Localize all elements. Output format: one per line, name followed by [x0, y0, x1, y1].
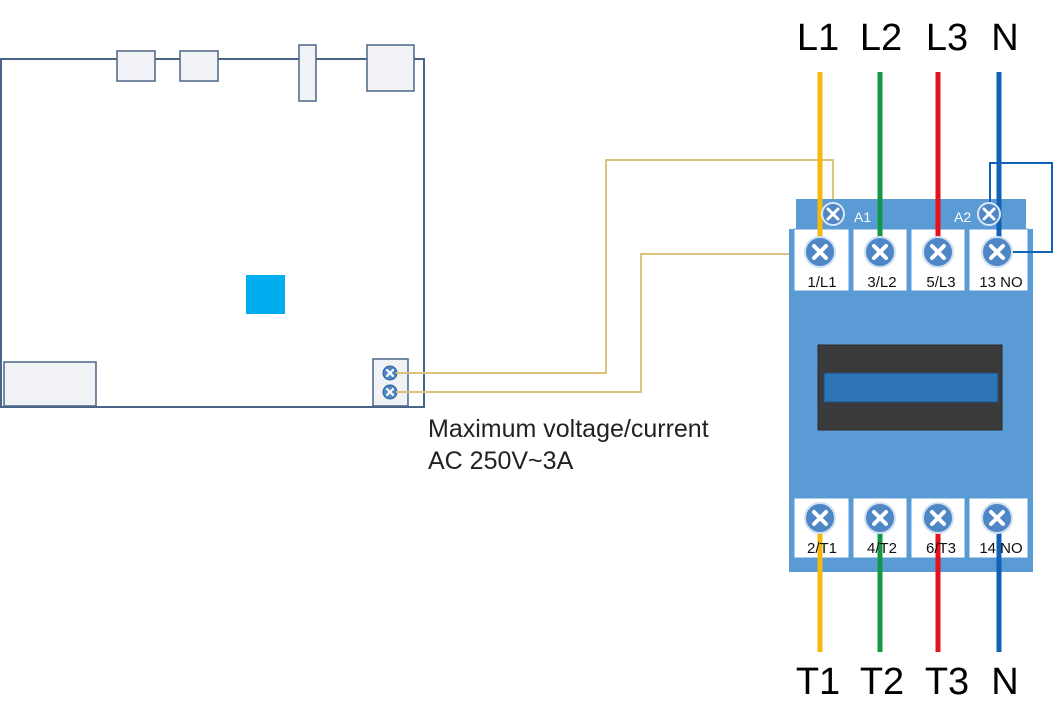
output-label-n: N	[991, 661, 1018, 703]
control-wire-a1	[396, 159, 834, 374]
board-connector-2	[179, 50, 219, 82]
controller-board	[0, 44, 425, 408]
bottom-terminal-label-2: 4/T2	[867, 540, 897, 557]
terminal-screw-1-l1	[804, 236, 836, 268]
top-terminal-label-3: 5/L3	[926, 274, 955, 291]
board-connector-1	[116, 50, 156, 82]
supply-label-l2: L2	[860, 17, 902, 59]
output-label-t2: T2	[860, 661, 904, 703]
aux-bridge-wire	[989, 162, 1053, 253]
relay-terminal-screw-2	[382, 384, 398, 400]
output-label-t1: T1	[796, 661, 840, 703]
status-indicator-bar	[823, 372, 999, 403]
coil-label-a1: A1	[854, 209, 871, 225]
top-terminal-label-2: 3/L2	[867, 274, 896, 291]
terminal-screw-2-t1	[804, 502, 836, 534]
rating-note-line-2: AC 250V~3A	[428, 447, 574, 475]
supply-label-l3: L3	[926, 17, 968, 59]
bottom-terminal-label-4: 14 NO	[979, 540, 1022, 557]
terminal-screw-5-l3	[922, 236, 954, 268]
coil-label-a2: A2	[954, 209, 971, 225]
board-connector-4	[366, 44, 415, 92]
terminal-screw-3-l2	[864, 236, 896, 268]
bottom-terminal-label-3: 6/T3	[926, 540, 956, 557]
board-connector-3	[298, 44, 317, 102]
coil-screw-a1	[821, 202, 845, 226]
status-led	[246, 275, 285, 314]
terminal-screw-6-t3	[922, 502, 954, 534]
rating-note-line-1: Maximum voltage/current	[428, 415, 709, 443]
rating-note: Maximum voltage/current AC 250V~3A	[428, 413, 709, 477]
terminal-screw-14-no	[981, 502, 1013, 534]
top-terminal-label-1: 1/L1	[807, 274, 836, 291]
coil-screw-a2	[977, 202, 1001, 226]
board-outline	[0, 58, 425, 408]
control-wires	[396, 159, 834, 393]
control-wire-l1	[396, 253, 820, 393]
supply-label-l1: L1	[797, 17, 839, 59]
supply-label-n: N	[991, 17, 1018, 59]
output-label-t3: T3	[925, 661, 969, 703]
top-terminal-label-4: 13 NO	[979, 274, 1022, 291]
board-connector-5	[3, 361, 97, 407]
power-lines	[817, 72, 1002, 652]
terminal-screw-13-no	[981, 236, 1013, 268]
relay-terminal-screw-1	[382, 365, 398, 381]
bottom-terminal-label-1: 2/T1	[807, 540, 837, 557]
terminal-screw-4-t2	[864, 502, 896, 534]
